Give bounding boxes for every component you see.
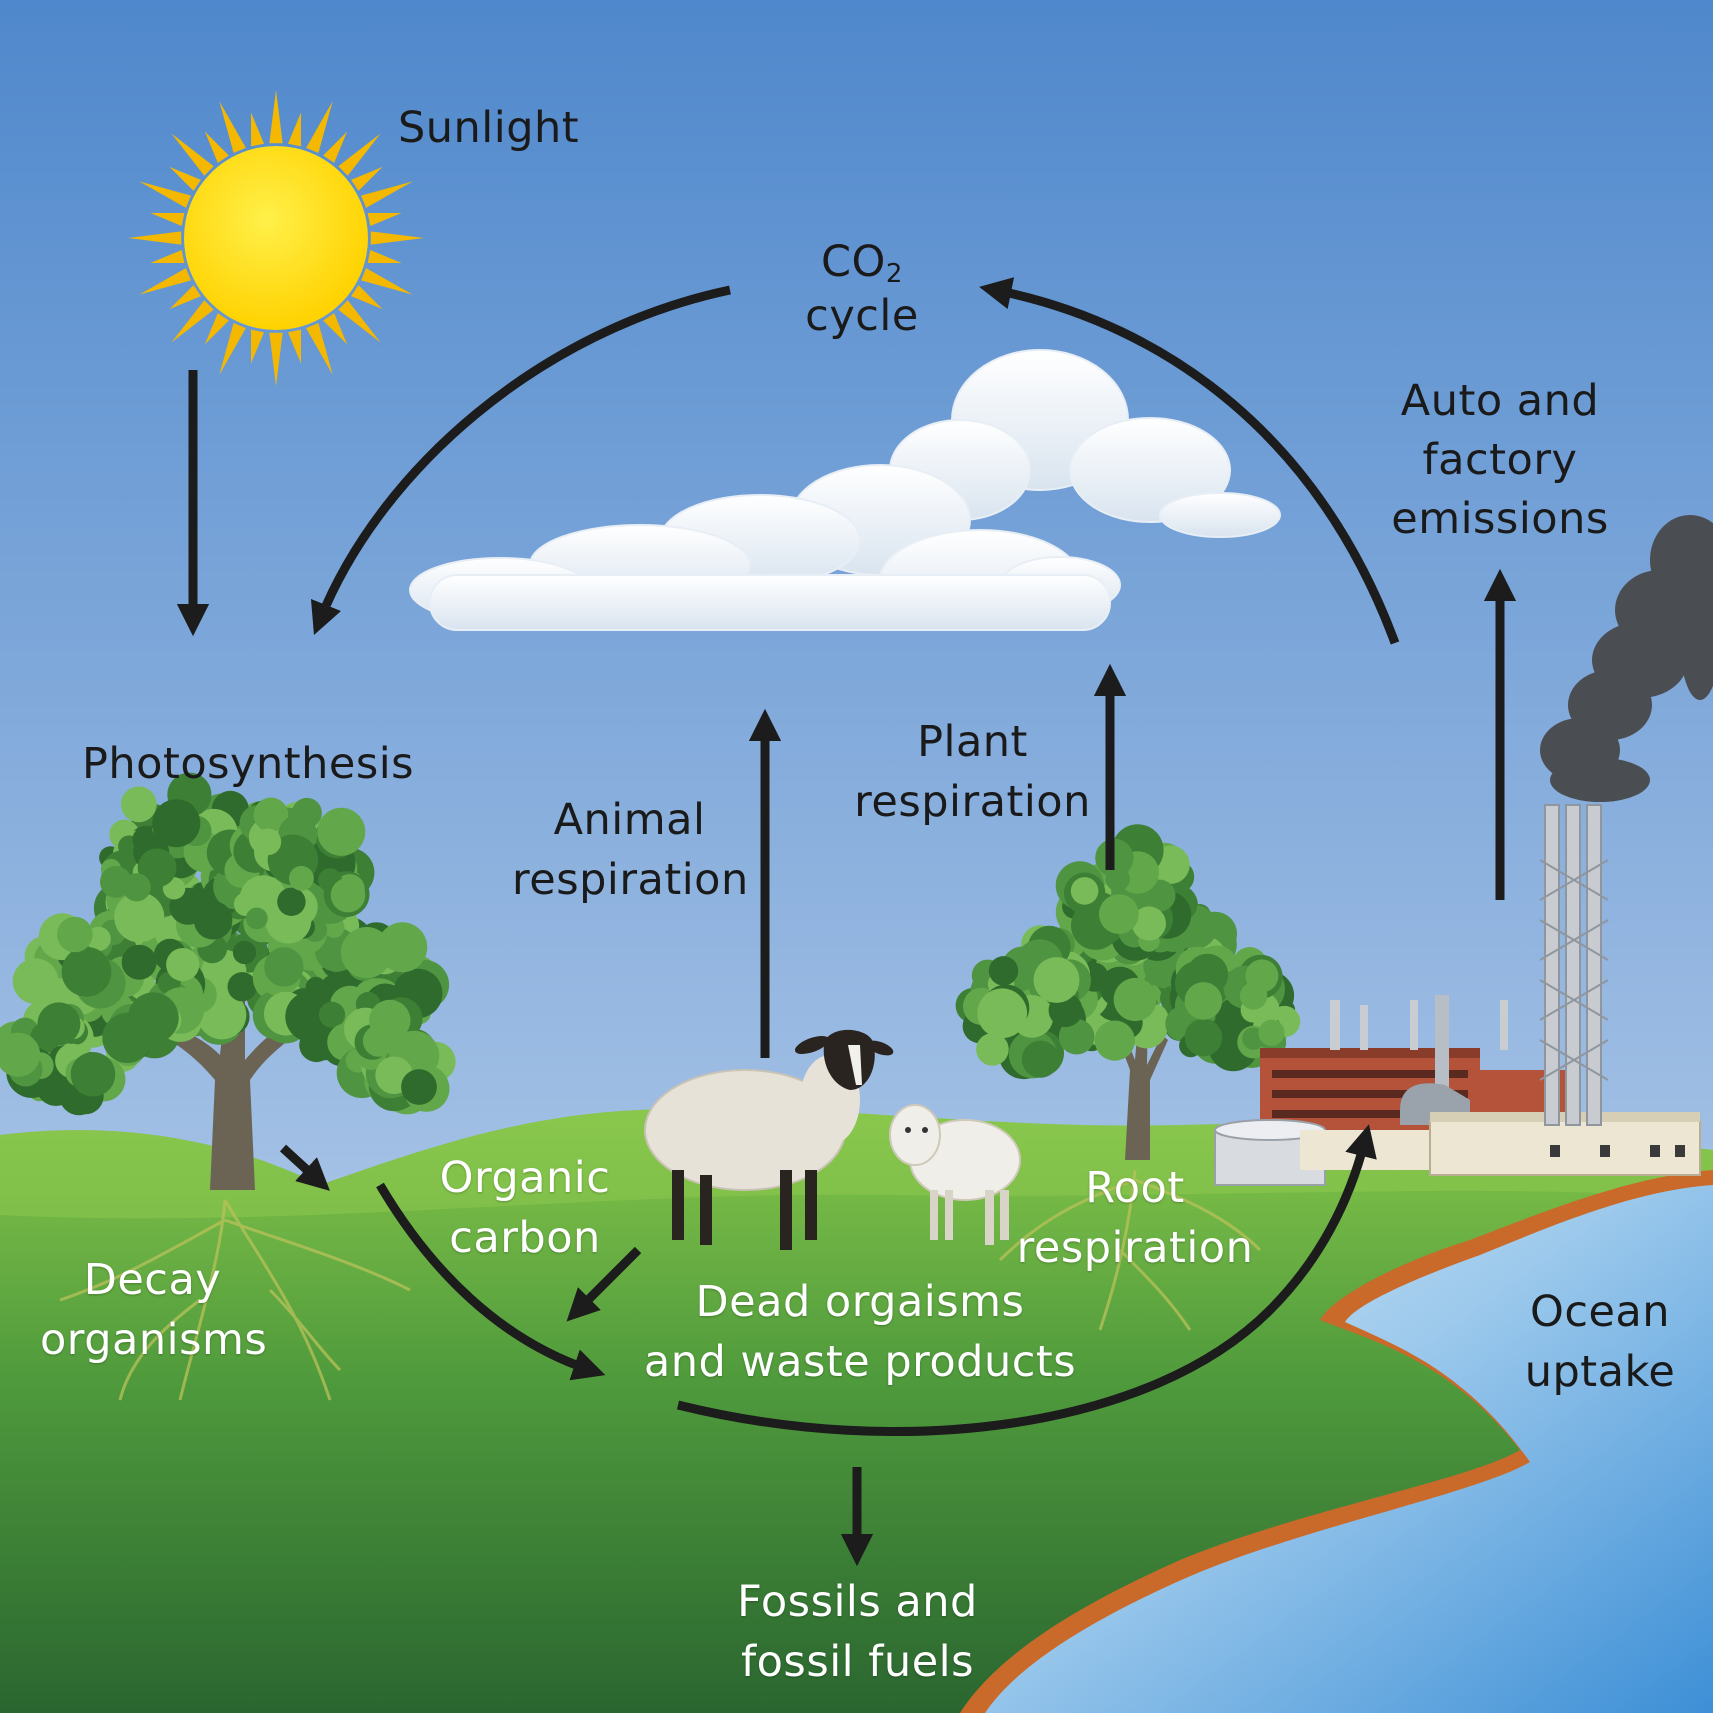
arrow-emissions-to-co2 [979,277,1400,645]
sun-icon [128,90,424,386]
arrow-sheep-to-ground [566,1246,642,1322]
label-plant-respiration: Plant respiration [854,717,1091,827]
label-decay-organisms: Decay organisms [40,1255,268,1365]
lamb-icon [889,1104,1021,1245]
label-animal-respiration: Animal respiration [512,795,749,905]
co2-formula: CO2 [821,237,903,289]
arrow-co2-to-photosynthesis [310,285,731,636]
ocean [985,1185,1713,1713]
smoke-plume [1540,515,1713,802]
label-emissions: Auto and factory emissions [1391,376,1609,544]
arrow-tree-to-ground [279,1144,330,1191]
large-tree-icon [0,772,456,1190]
cycle-arrows [176,277,1517,1567]
factory-icon [1214,804,1701,1186]
label-photosynthesis: Photosynthesis [82,739,415,789]
arrow-dead-to-factory [676,1124,1377,1436]
small-tree-icon [955,824,1301,1160]
adult-sheep-icon [644,1029,894,1250]
label-sunlight: Sunlight [398,103,580,153]
tree-roots [59,1169,1262,1401]
label-fossils: Fossils and fossil fuels [737,1577,978,1687]
arrow-decay-to-dead [376,1182,606,1381]
label-root-respiration: Root respiration [1016,1163,1254,1273]
label-organic-carbon: Organic carbon [439,1153,611,1263]
label-dead-organisms: Dead orgaisms and waste products [643,1277,1077,1387]
cloud-icon [409,349,1281,631]
label-ocean-uptake: Ocean uptake [1524,1287,1676,1397]
label-co2-cycle: CO2 cycle [786,232,938,346]
